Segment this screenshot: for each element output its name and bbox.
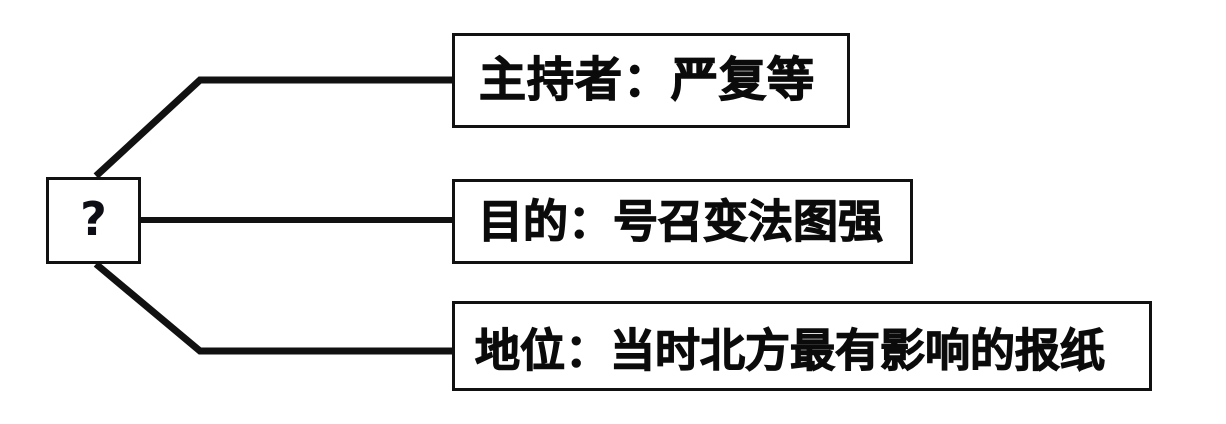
branch-node-status[interactable]: 地位：当时北方最有影响的报纸 — [452, 301, 1152, 391]
branch-node-goal[interactable]: 目的：号召变法图强 — [452, 179, 913, 264]
branch-node-status-label: 地位：当时北方最有影响的报纸 — [474, 323, 1106, 377]
root-node-label: ? — [80, 191, 107, 246]
branch-node-host[interactable]: 主持者：严复等 — [452, 33, 850, 128]
branch-node-goal-label: 目的：号召变法图强 — [477, 195, 884, 248]
branch-node-host-label: 主持者：严复等 — [478, 53, 815, 108]
connector-host — [93, 76, 452, 179]
connector-status — [93, 261, 452, 355]
root-node-unknown[interactable]: ? — [46, 177, 141, 264]
